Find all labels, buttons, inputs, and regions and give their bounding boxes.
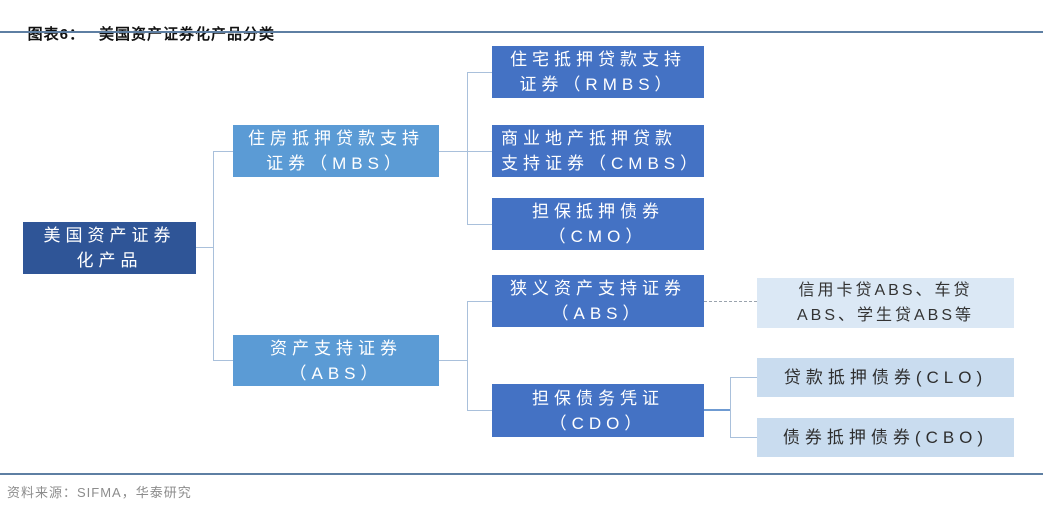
node-line: 美国资产证券	[43, 226, 176, 245]
node-mbs: 住房抵押贷款支持 证券（MBS）	[233, 125, 439, 177]
node-line: 信用卡贷ABS、车贷	[798, 282, 973, 299]
node-line: 住宅抵押贷款支持	[510, 50, 686, 69]
connector-mbs-bracket	[467, 72, 468, 224]
node-cmo: 担保抵押债券 （CMO）	[492, 198, 704, 250]
node-line: 商业地产抵押贷款	[501, 129, 677, 148]
connector-to-rmbs	[467, 72, 492, 73]
connector-to-mbs	[213, 151, 233, 152]
node-rmbs: 住宅抵押贷款支持 证券（RMBS）	[492, 46, 704, 98]
connector-cdo-bracket	[730, 377, 731, 438]
node-line: 担保债务凭证	[532, 388, 664, 408]
node-abs-narrow: 狭义资产支持证券 （ABS）	[492, 275, 704, 327]
connector-abs-bracket	[467, 301, 468, 410]
node-root: 美国资产证券 化产品	[23, 222, 196, 274]
node-line: 债券抵押债券(CBO)	[782, 428, 989, 447]
node-abs-examples: 信用卡贷ABS、车贷 ABS、学生贷ABS等	[757, 278, 1014, 328]
connector-root-stub	[196, 247, 213, 248]
node-line: 证券（MBS）	[266, 154, 406, 173]
classification-diagram: 美国资产证券 化产品 住房抵押贷款支持 证券（MBS） 资产支持证券 （ABS）…	[0, 34, 1043, 470]
connector-to-cmo	[467, 224, 492, 225]
node-line: 支持证券（CMBS）	[501, 154, 703, 173]
connector-abs-stub	[439, 360, 467, 361]
node-line: （ABS）	[551, 304, 645, 323]
footer-divider	[0, 473, 1043, 475]
figure-name: 美国资产证券化产品分类	[99, 26, 276, 43]
node-clo: 贷款抵押债券(CLO)	[757, 358, 1014, 397]
source-note: 资料来源：SIFMA，华泰研究	[7, 485, 192, 500]
node-abs: 资产支持证券 （ABS）	[233, 335, 439, 386]
connector-root-bracket	[213, 151, 214, 360]
connector-to-cbo	[730, 437, 757, 438]
node-cdo: 担保债务凭证 （CDO）	[492, 384, 704, 437]
connector-cdo-stub	[704, 409, 730, 411]
connector-dashed-abs-examples	[704, 301, 757, 302]
node-line: （ABS）	[289, 363, 383, 383]
connector-to-abs	[213, 360, 233, 361]
node-cbo: 债券抵押债券(CBO)	[757, 418, 1014, 457]
connector-to-abs-narrow	[467, 301, 492, 302]
connector-mbs-stub	[439, 151, 467, 152]
node-line: 担保抵押债券	[532, 202, 664, 221]
connector-to-cdo	[467, 410, 492, 411]
connector-to-cmbs	[467, 151, 492, 152]
figure-title: 图表6： 美国资产证券化产品分类	[7, 6, 275, 61]
node-cmbs: 商业地产抵押贷款 支持证券（CMBS）	[492, 125, 704, 177]
node-line: 住房抵押贷款支持	[248, 129, 424, 148]
node-line: ABS、学生贷ABS等	[796, 307, 975, 324]
connector-to-clo	[730, 377, 757, 378]
node-line: 贷款抵押债券(CLO)	[783, 368, 988, 387]
title-divider	[0, 31, 1043, 33]
node-line: （CDO）	[549, 413, 647, 433]
figure-number: 图表6：	[27, 26, 86, 43]
node-line: 资产支持证券	[270, 338, 402, 358]
node-line: 化产品	[76, 251, 143, 270]
node-line: （CMO）	[548, 227, 648, 246]
node-line: 证券（RMBS）	[519, 75, 677, 94]
node-line: 狭义资产支持证券	[510, 279, 686, 298]
